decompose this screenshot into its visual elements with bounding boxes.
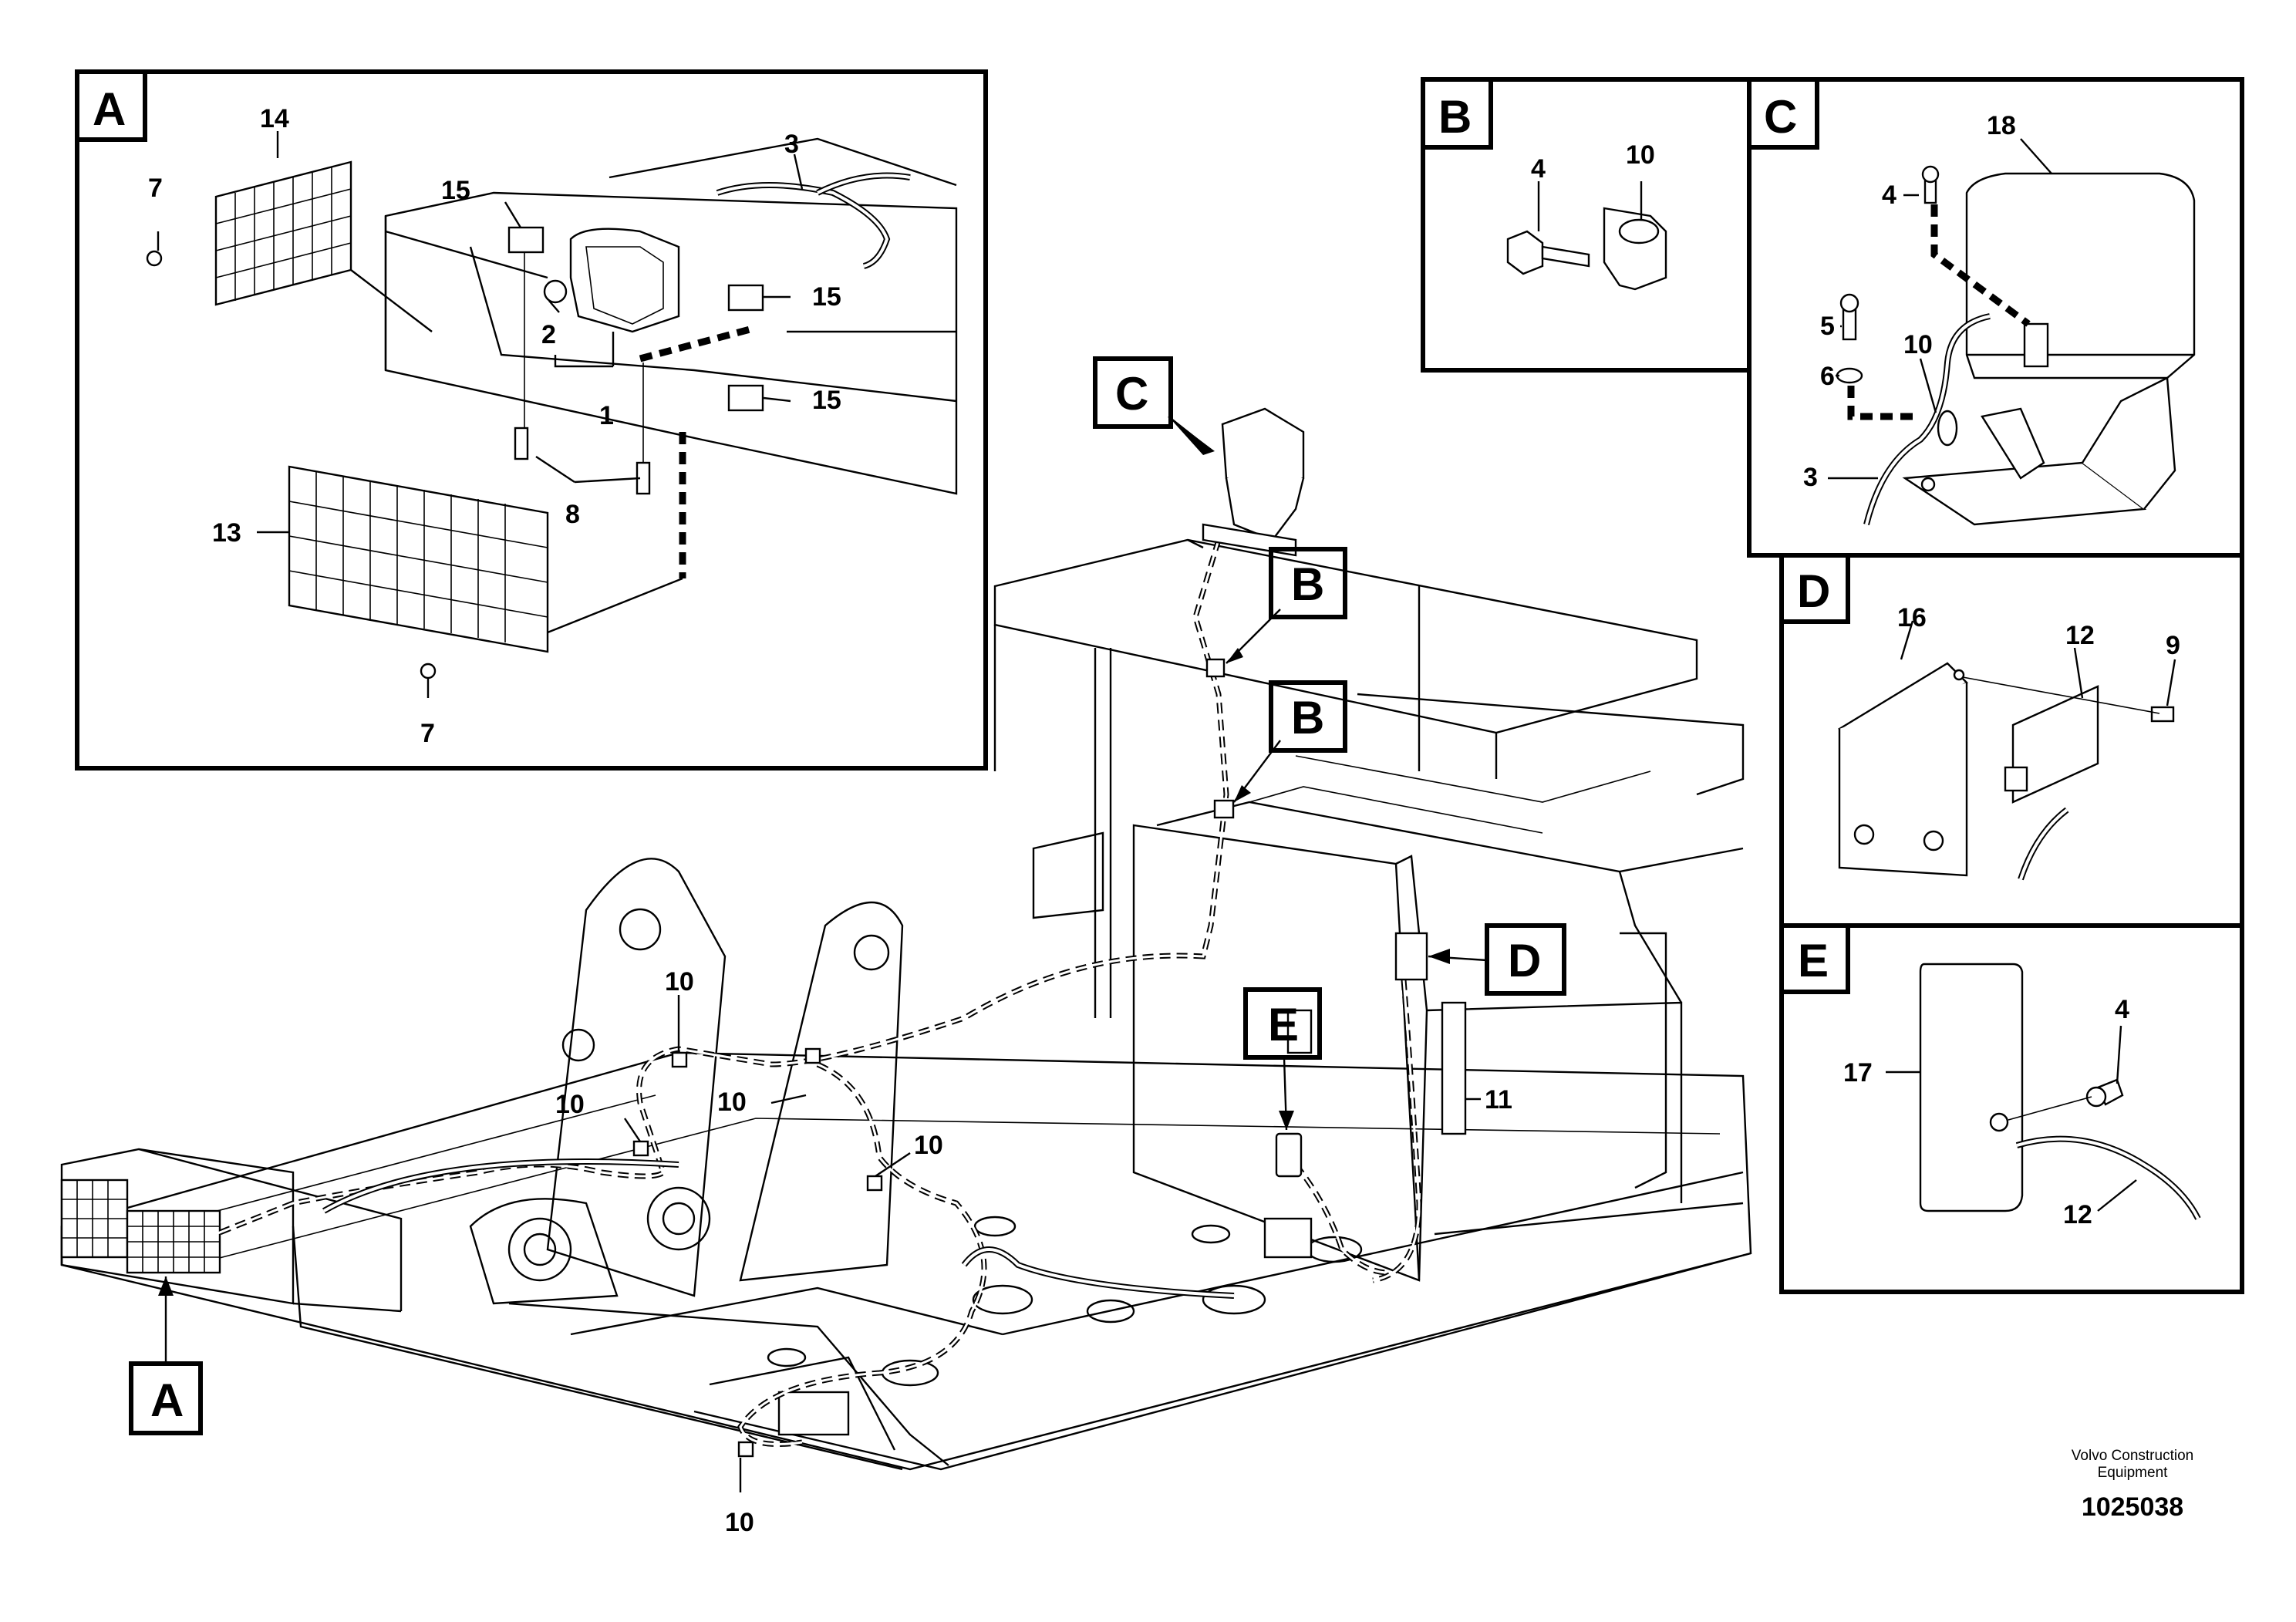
main-leader-lines [624, 995, 1481, 1492]
callout-14: 14 [260, 104, 289, 133]
callout-e-main [1243, 987, 1322, 1131]
callout-10-main-2: 10 [717, 1088, 747, 1117]
main-callout-b1: B [1291, 558, 1324, 610]
detail-letter-d: D [1797, 565, 1830, 617]
callout-15-mid: 15 [812, 282, 841, 312]
work-light [569, 228, 680, 333]
detail-letter-a: A [93, 83, 126, 135]
callout-10-main-4: 10 [914, 1131, 943, 1160]
detail-e-panel [1779, 923, 2244, 1294]
detail-letter-b: B [1438, 91, 1472, 143]
callout-4-detail-c: 4 [1882, 180, 1896, 210]
main-callout-c: C [1115, 368, 1148, 420]
detail-a-panel [75, 69, 988, 771]
callout-d-main [1428, 923, 1566, 996]
callout-7-bottom: 7 [420, 719, 435, 748]
relay-main-view [1394, 932, 1428, 981]
footer-company-line2: Equipment [2098, 1465, 2169, 1481]
callout-7-top: 7 [148, 174, 163, 203]
detail-letter-e: E [1798, 935, 1829, 986]
callout-4-detail-e: 4 [2115, 995, 2129, 1024]
callout-10-detail-c: 10 [1903, 330, 1933, 359]
callout-b2-main [1233, 680, 1347, 803]
callout-4-detail-b: 4 [1531, 154, 1546, 184]
decal-main-view [1441, 1001, 1467, 1135]
callout-18: 18 [1987, 111, 2016, 140]
grille-13 [288, 465, 549, 653]
callout-12-detail-e: 12 [2063, 1200, 2092, 1229]
callout-16: 16 [1897, 603, 1927, 632]
main-callout-a: A [150, 1374, 184, 1426]
clamp-b1-main-view [1205, 658, 1226, 678]
footer-company-line1: Volvo Construction [2072, 1448, 2193, 1464]
callout-17: 17 [1843, 1058, 1873, 1088]
callout-10-main-5: 10 [725, 1508, 754, 1537]
callout-10-main-1: 10 [665, 967, 694, 996]
detail-d-panel [1779, 553, 2244, 928]
callout-10-main-3: 10 [555, 1090, 585, 1119]
wiring-harness-route [214, 538, 1422, 1447]
plate-main-view [1275, 1132, 1303, 1178]
callout-13: 13 [212, 518, 241, 548]
callout-6: 6 [1820, 362, 1835, 391]
main-callout-d: D [1508, 935, 1541, 986]
callout-3-detail-c: 3 [1803, 463, 1818, 492]
callout-5: 5 [1820, 312, 1835, 341]
callout-10-detail-b: 10 [1626, 140, 1655, 170]
callout-8: 8 [565, 500, 580, 529]
drawing-number: 1025038 [2082, 1492, 2183, 1522]
callout-a-main [129, 1276, 203, 1435]
callout-3-detail-a: 3 [784, 130, 799, 159]
detail-b-panel [1421, 77, 1752, 373]
callout-9: 9 [2166, 631, 2180, 660]
callout-2: 2 [541, 320, 556, 349]
callout-1: 1 [599, 401, 614, 430]
callout-11: 11 [1485, 1085, 1512, 1114]
detail-c-panel [1747, 77, 2244, 558]
detail-letter-c: C [1764, 91, 1797, 143]
clamp-b2-main-view [1213, 799, 1235, 819]
callout-c-main [1093, 356, 1215, 455]
grille-14 [214, 160, 352, 306]
machine-frame-drawing [60, 538, 1752, 1471]
callout-b1-main [1226, 547, 1347, 664]
main-callout-b2: B [1291, 692, 1324, 744]
main-callout-e: E [1268, 999, 1299, 1050]
horn-main-view [1202, 407, 1305, 557]
callout-12-detail-d: 12 [2065, 621, 2095, 650]
clamps-10-main-view [632, 1047, 883, 1458]
callout-15-bottom: 15 [812, 386, 841, 415]
grille-main-view [60, 1179, 221, 1274]
callout-15-top: 15 [441, 176, 470, 205]
